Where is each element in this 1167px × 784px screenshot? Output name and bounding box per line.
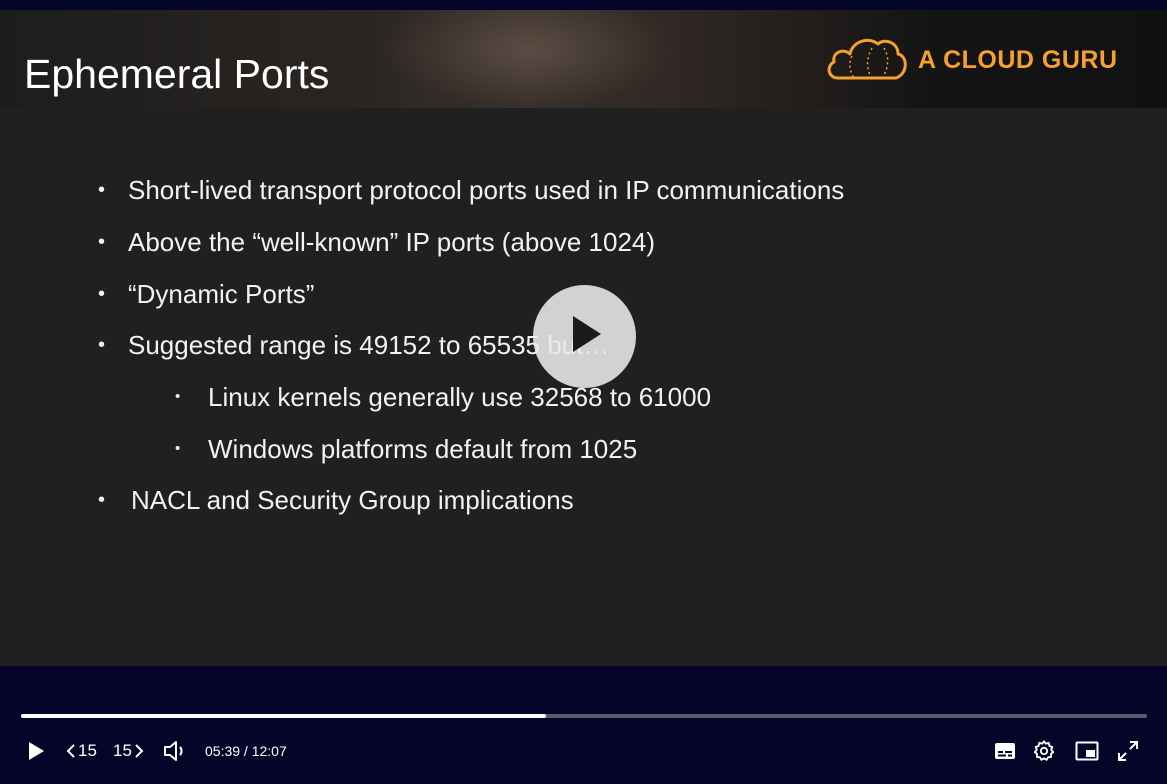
slide-header-band [0, 10, 1167, 108]
bullet-marker: • [98, 489, 106, 511]
skip-back-button[interactable]: 15 [66, 738, 97, 764]
bullet-text: Short-lived transport protocol ports use… [128, 175, 845, 205]
volume-button[interactable] [163, 738, 187, 764]
settings-button[interactable] [1033, 738, 1055, 764]
play-button[interactable] [26, 738, 46, 764]
bullet-text: Windows platforms default from 1025 [208, 434, 638, 464]
bullet-marker: • [98, 334, 106, 356]
gear-icon [1033, 740, 1055, 762]
play-icon [26, 740, 46, 762]
brand-name: A CLOUD GURU [918, 45, 1118, 74]
player-controls: 15 15 05:39 / 12:07 [0, 666, 1167, 784]
bullet-marker: • [98, 179, 106, 201]
fullscreen-button[interactable] [1117, 738, 1139, 764]
chevron-right-icon [134, 743, 144, 759]
chevron-left-icon [66, 743, 76, 759]
progress-bar[interactable] [21, 714, 1147, 718]
captions-icon [994, 742, 1016, 760]
bullet-text: Suggested range is 49152 to 65535 but… [128, 330, 610, 360]
fullscreen-icon [1117, 740, 1139, 762]
skip-forward-button[interactable]: 15 [113, 738, 144, 764]
bullet-marker: • [98, 283, 106, 305]
picture-in-picture-icon [1075, 741, 1099, 761]
play-icon [565, 312, 605, 361]
time-display: 05:39 / 12:07 [205, 743, 287, 759]
cloud-icon [824, 34, 908, 87]
slide-title: Ephemeral Ports [24, 51, 330, 97]
video-frame[interactable]: Ephemeral Ports A CLOUD GURU • Short-liv… [0, 10, 1167, 666]
bullet-marker: • [175, 440, 181, 457]
volume-icon [163, 740, 187, 762]
bullet-marker: • [175, 388, 181, 405]
captions-button[interactable] [994, 738, 1016, 764]
picture-in-picture-button[interactable] [1075, 738, 1099, 764]
brand-logo: A CLOUD GURU [824, 36, 1118, 84]
big-play-button[interactable] [533, 285, 636, 388]
bullet-text: Linux kernels generally use 32568 to 610… [208, 382, 712, 412]
skip-forward-label: 15 [113, 741, 132, 760]
skip-back-label: 15 [78, 741, 97, 760]
bullet-text: NACL and Security Group implications [131, 485, 574, 515]
bullet-text: “Dynamic Ports” [128, 279, 315, 309]
bullet-text: Above the “well-known” IP ports (above 1… [128, 227, 656, 257]
progress-bar-fill [21, 714, 546, 718]
bullet-marker: • [98, 231, 106, 253]
